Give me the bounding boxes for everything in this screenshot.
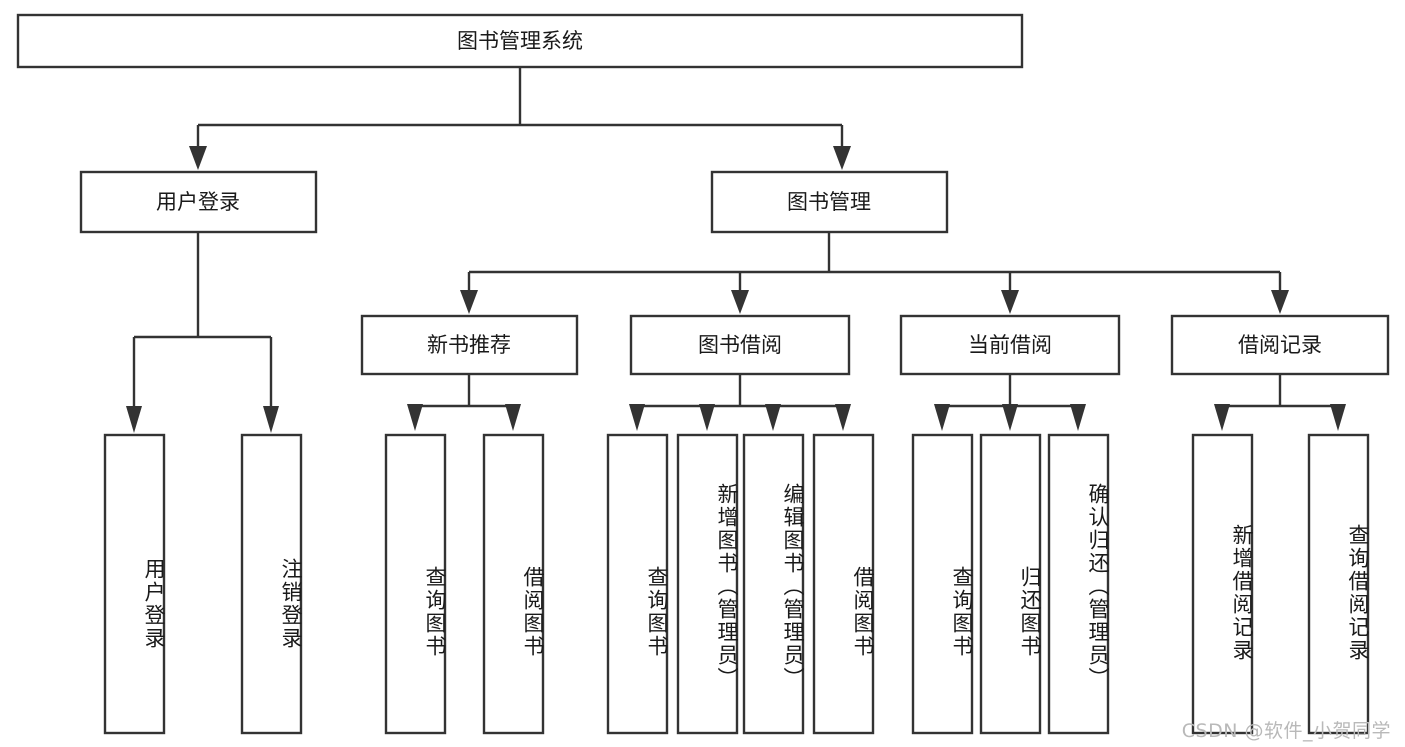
- node-current-borrow[interactable]: 当前借阅: [899, 314, 1121, 376]
- leaf-return-book-box[interactable]: [979, 433, 1042, 735]
- leaf-borrow-book-2-box[interactable]: [812, 433, 875, 735]
- leaf-edit-book-box[interactable]: [742, 433, 805, 735]
- leaf-query-book-3-box[interactable]: [911, 433, 974, 735]
- leaf-query-record-box[interactable]: [1307, 433, 1370, 735]
- leaf-query-book-2-box[interactable]: [606, 433, 669, 735]
- arrow-head-book-borrow: [731, 290, 749, 314]
- node-root-box: [16, 13, 1024, 69]
- leaf-add-book-box[interactable]: [676, 433, 739, 735]
- leaf-borrow-book-1-box[interactable]: [482, 433, 545, 735]
- arrow-head-leaf-user-logout: [263, 406, 279, 433]
- arrow-head-borrow-record: [1271, 290, 1289, 314]
- arrow-head-leaf-borrow-book-1: [505, 404, 521, 431]
- node-user-login[interactable]: 用户登录: [79, 170, 318, 234]
- leaf-user-login-box[interactable]: [103, 433, 166, 735]
- node-current-borrow-label: 当前借阅: [968, 333, 1052, 357]
- node-root[interactable]: 图书管理系统: [16, 13, 1024, 69]
- arrow-head-leaf-confirm-return: [1070, 404, 1086, 431]
- node-new-book-recommend-box: [360, 314, 579, 376]
- arrow-head-book-manage: [833, 146, 851, 170]
- node-book-manage-box: [710, 170, 949, 234]
- node-new-book-recommend-label: 新书推荐: [427, 333, 511, 357]
- arrow-head-current-borrow: [1001, 290, 1019, 314]
- watermark-text: CSDN @软件_小贺同学: [1181, 720, 1391, 742]
- arrow-head-leaf-edit-book: [765, 404, 781, 431]
- leaf-confirm-return-box[interactable]: [1047, 433, 1110, 735]
- node-borrow-record-label: 借阅记录: [1238, 333, 1322, 357]
- arrow-head-leaf-query-book-1: [407, 404, 423, 431]
- node-new-book-recommend[interactable]: 新书推荐: [360, 314, 579, 376]
- arrow-head-new-book-recommend: [460, 290, 478, 314]
- node-book-borrow-label: 图书借阅: [698, 333, 782, 357]
- arrow-head-leaf-query-book-2: [629, 404, 645, 431]
- leaf-add-record-box[interactable]: [1191, 433, 1254, 735]
- arrow-head-leaf-add-book: [699, 404, 715, 431]
- node-borrow-record[interactable]: 借阅记录: [1170, 314, 1390, 376]
- node-book-manage[interactable]: 图书管理: [710, 170, 949, 234]
- node-root-label: 图书管理系统: [457, 29, 583, 53]
- arrow-head-leaf-add-record: [1214, 404, 1230, 431]
- leaf-query-book-1-box[interactable]: [384, 433, 447, 735]
- node-book-borrow-box: [629, 314, 851, 376]
- arrow-head-leaf-return-book: [1002, 404, 1018, 431]
- leaf-user-logout-box[interactable]: [240, 433, 303, 735]
- arrow-head-leaf-query-book-3: [934, 404, 950, 431]
- arrow-head-leaf-borrow-book-2: [835, 404, 851, 431]
- node-book-manage-label: 图书管理: [787, 190, 871, 214]
- node-borrow-record-box: [1170, 314, 1390, 376]
- arrow-head-user-login: [189, 146, 207, 170]
- node-current-borrow-box: [899, 314, 1121, 376]
- node-user-login-label: 用户登录: [156, 190, 240, 214]
- node-book-borrow[interactable]: 图书借阅: [629, 314, 851, 376]
- arrow-head-leaf-user-login: [126, 406, 142, 433]
- arrow-head-leaf-query-record: [1330, 404, 1346, 431]
